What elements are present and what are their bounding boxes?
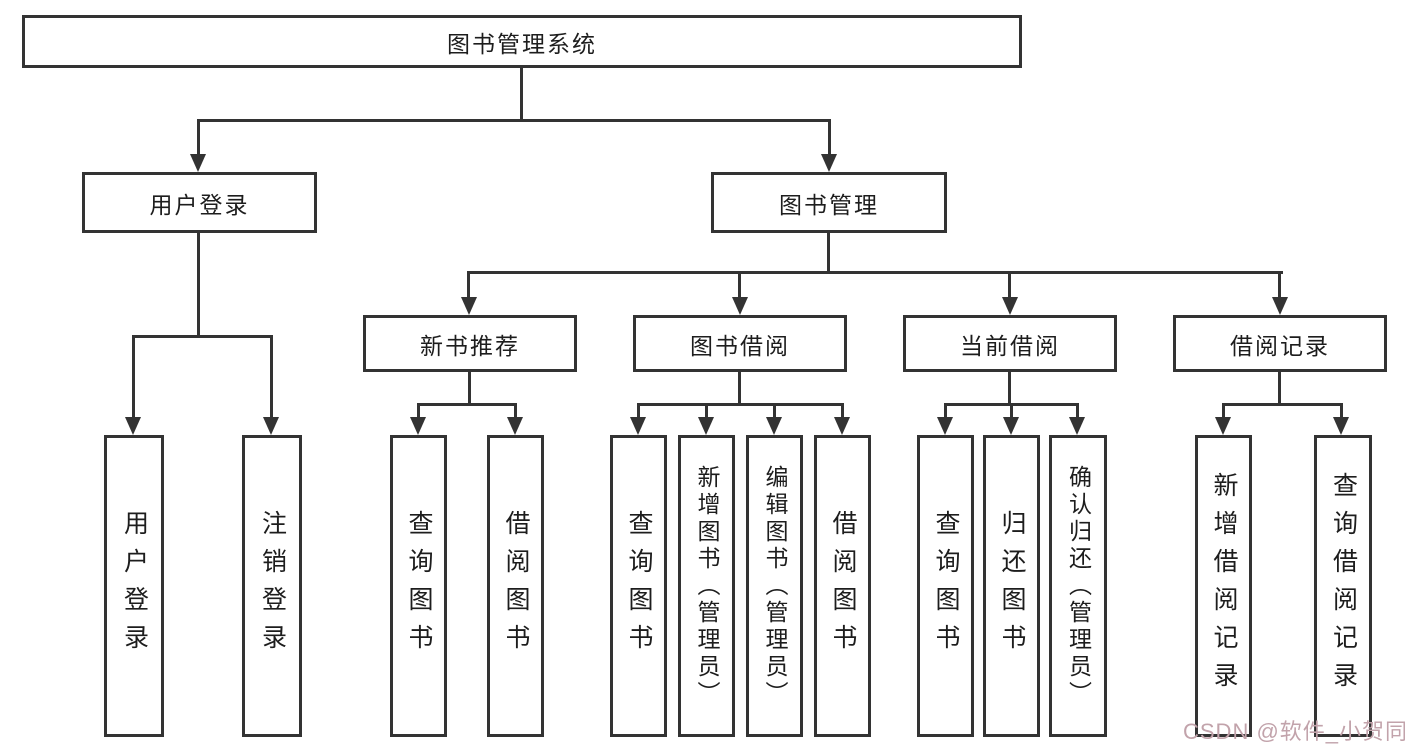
connector-line xyxy=(705,403,708,419)
connector-line xyxy=(270,335,273,419)
arrow-down-icon xyxy=(630,417,646,435)
connector-line xyxy=(738,271,741,299)
connector-line xyxy=(417,403,517,406)
connector-line xyxy=(520,68,523,121)
arrow-down-icon xyxy=(1069,417,1085,435)
connector-line xyxy=(514,403,517,419)
leaf-add-borrow-record: 新增借阅记录 xyxy=(1195,435,1252,737)
connector-line xyxy=(828,119,831,157)
leaf-logout: 注销登录 xyxy=(242,435,302,737)
node-new-book-recommend: 新书推荐 xyxy=(363,315,577,372)
arrow-down-icon xyxy=(410,417,426,435)
connector-line xyxy=(468,372,471,406)
leaf-query-books-borrowing: 查询图书 xyxy=(610,435,667,737)
arrow-down-icon xyxy=(937,417,953,435)
connector-line xyxy=(1222,403,1225,419)
node-user-login: 用户登录 xyxy=(82,172,317,233)
arrow-down-icon xyxy=(1002,297,1018,315)
connector-line xyxy=(773,403,776,419)
connector-line xyxy=(1010,403,1013,419)
node-library-system: 图书管理系统 xyxy=(22,15,1022,68)
connector-line xyxy=(132,335,273,338)
arrow-down-icon xyxy=(834,417,850,435)
connector-line xyxy=(1278,372,1281,406)
connector-line xyxy=(1008,271,1011,299)
leaf-query-books-recommend: 查询图书 xyxy=(390,435,447,737)
leaf-borrow-books-borrowing: 借阅图书 xyxy=(814,435,871,737)
arrow-down-icon xyxy=(821,154,837,172)
arrow-down-icon xyxy=(1003,417,1019,435)
leaf-borrow-books-recommend: 借阅图书 xyxy=(487,435,544,737)
arrow-down-icon xyxy=(1272,297,1288,315)
connector-line xyxy=(637,403,844,406)
leaf-user-login: 用户登录 xyxy=(104,435,164,737)
leaf-query-books-current: 查询图书 xyxy=(917,435,974,737)
connector-line xyxy=(197,119,200,157)
connector-line xyxy=(1222,403,1343,406)
arrow-down-icon xyxy=(1333,417,1349,435)
connector-line xyxy=(1076,403,1079,419)
leaf-edit-books-admin: 编辑图书（管理员） xyxy=(746,435,803,737)
arrow-down-icon xyxy=(732,297,748,315)
leaf-return-books: 归还图书 xyxy=(983,435,1040,737)
connector-line xyxy=(1008,372,1011,406)
connector-line xyxy=(197,233,200,338)
arrow-down-icon xyxy=(190,154,206,172)
connector-line xyxy=(1278,271,1281,299)
connector-line xyxy=(841,403,844,419)
connector-line xyxy=(827,233,830,274)
node-current-borrowing: 当前借阅 xyxy=(903,315,1117,372)
leaf-query-borrow-record: 查询借阅记录 xyxy=(1314,435,1372,737)
connector-line xyxy=(467,271,1283,274)
arrow-down-icon xyxy=(698,417,714,435)
leaf-confirm-return-admin: 确认归还（管理员） xyxy=(1049,435,1107,737)
connector-line xyxy=(1340,403,1343,419)
connector-line xyxy=(197,119,831,122)
arrow-down-icon xyxy=(263,417,279,435)
connector-line xyxy=(637,403,640,419)
arrow-down-icon xyxy=(507,417,523,435)
connector-line xyxy=(467,271,470,299)
node-book-borrowing: 图书借阅 xyxy=(633,315,847,372)
connector-line xyxy=(417,403,420,419)
connector-line xyxy=(738,372,741,406)
node-book-management: 图书管理 xyxy=(711,172,947,233)
node-borrow-records: 借阅记录 xyxy=(1173,315,1387,372)
arrow-down-icon xyxy=(125,417,141,435)
connector-line xyxy=(132,335,135,419)
csdn-watermark: CSDN @软件_小贺同学 xyxy=(1183,719,1405,744)
arrow-down-icon xyxy=(1215,417,1231,435)
leaf-add-books-admin: 新增图书（管理员） xyxy=(678,435,735,737)
connector-line xyxy=(944,403,947,419)
arrow-down-icon xyxy=(461,297,477,315)
arrow-down-icon xyxy=(766,417,782,435)
